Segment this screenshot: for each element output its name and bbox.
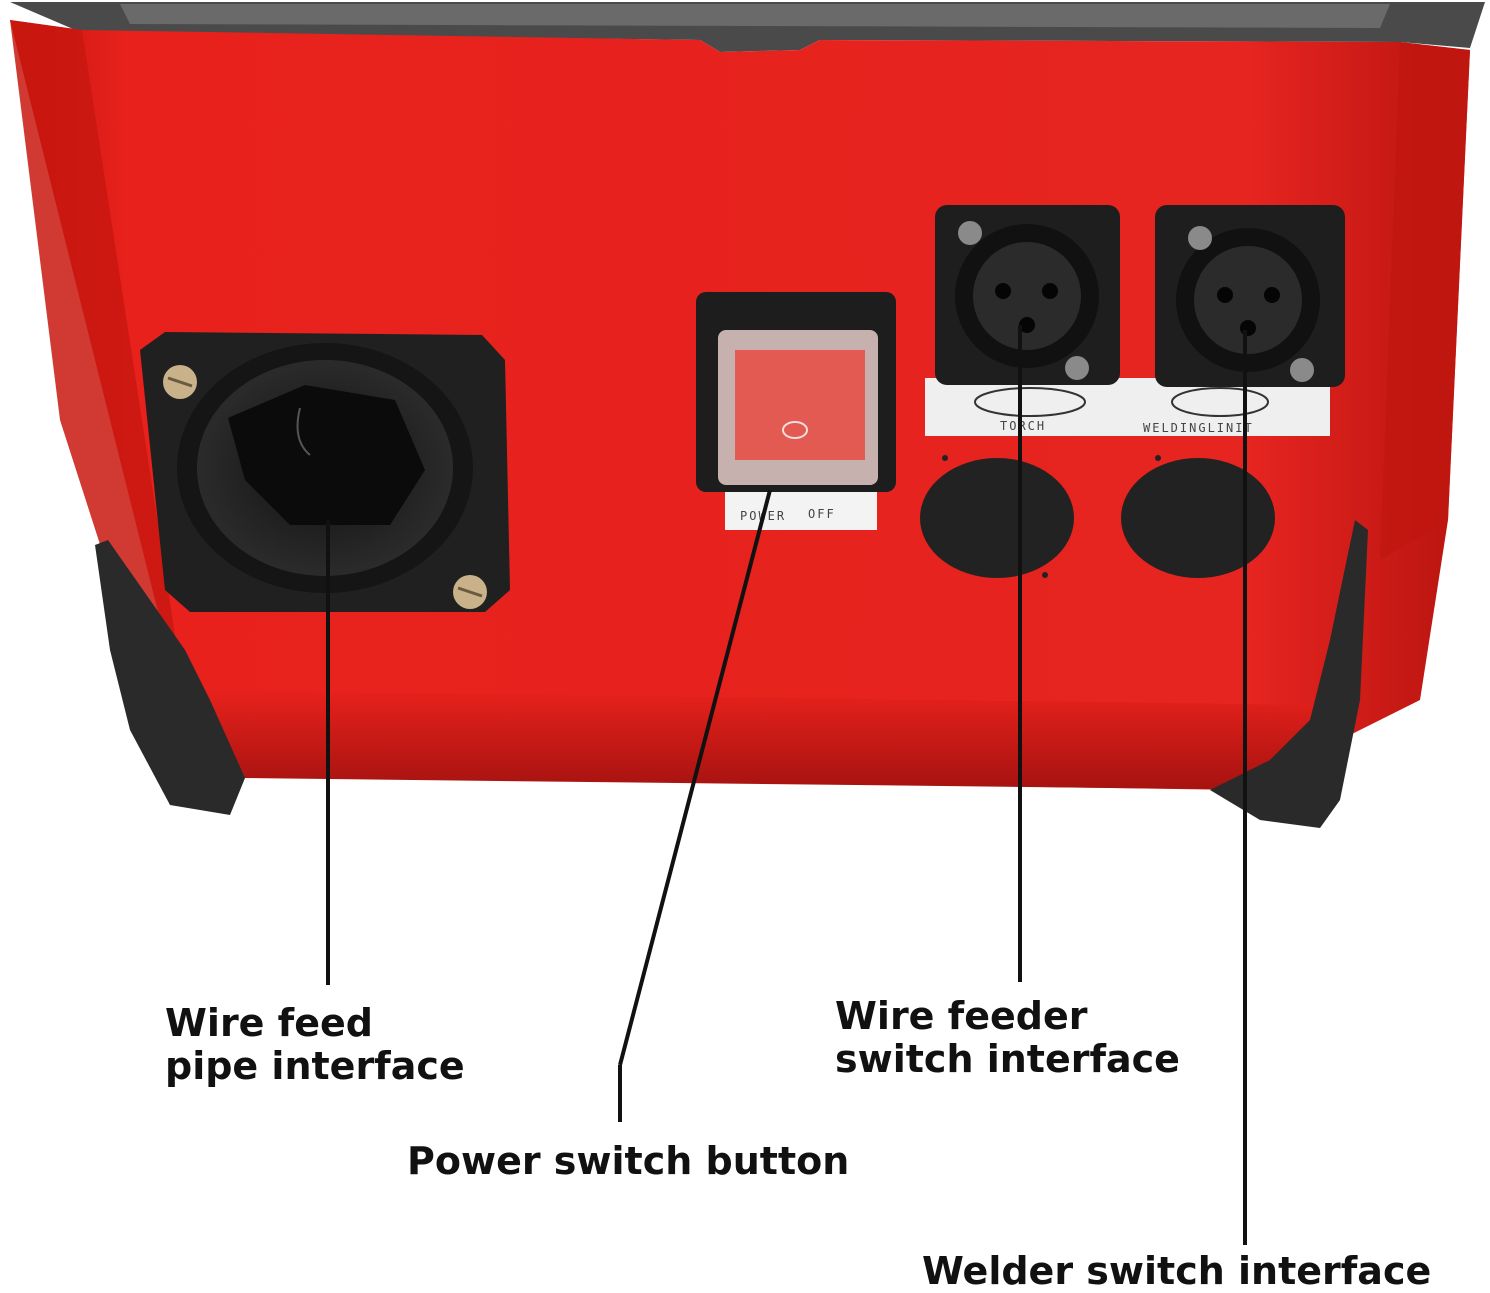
welder-xlr-socket (1155, 205, 1345, 387)
callout-line: Power switch button (407, 1139, 850, 1183)
leader-line-power-switch (618, 489, 772, 1066)
wire-feed-pipe-socket (140, 332, 510, 612)
right-rubber-foot (1210, 520, 1368, 828)
callout-welder-switch-interface: Welder switch interface (922, 1250, 1431, 1293)
callout-power-switch-button: Power switch button (407, 1140, 849, 1183)
torch-label: TORCH (1000, 419, 1046, 433)
callout-line: Wire feeder (835, 994, 1088, 1038)
left-rubber-foot (95, 540, 245, 815)
welding-unit-label: WELDINGLINIT (1143, 421, 1254, 435)
power-rocker-switch: POWER OFF (696, 292, 896, 530)
socket-label-strip (925, 378, 1330, 436)
callout-line: Welder switch interface (922, 1249, 1432, 1293)
callout-wire-feed-pipe-interface: Wire feed pipe interface (165, 1002, 465, 1088)
leader-lines (326, 325, 1247, 1245)
callout-line: switch interface (835, 1037, 1180, 1081)
callout-line: Wire feed (165, 1001, 373, 1045)
off-label: OFF (808, 507, 836, 521)
blank-plug-right (1121, 458, 1275, 578)
callout-wire-feeder-switch-interface: Wire feeder switch interface (835, 995, 1180, 1081)
torch-xlr-socket (935, 205, 1120, 385)
blank-plug-left (920, 458, 1074, 578)
callout-line: pipe interface (165, 1044, 465, 1088)
